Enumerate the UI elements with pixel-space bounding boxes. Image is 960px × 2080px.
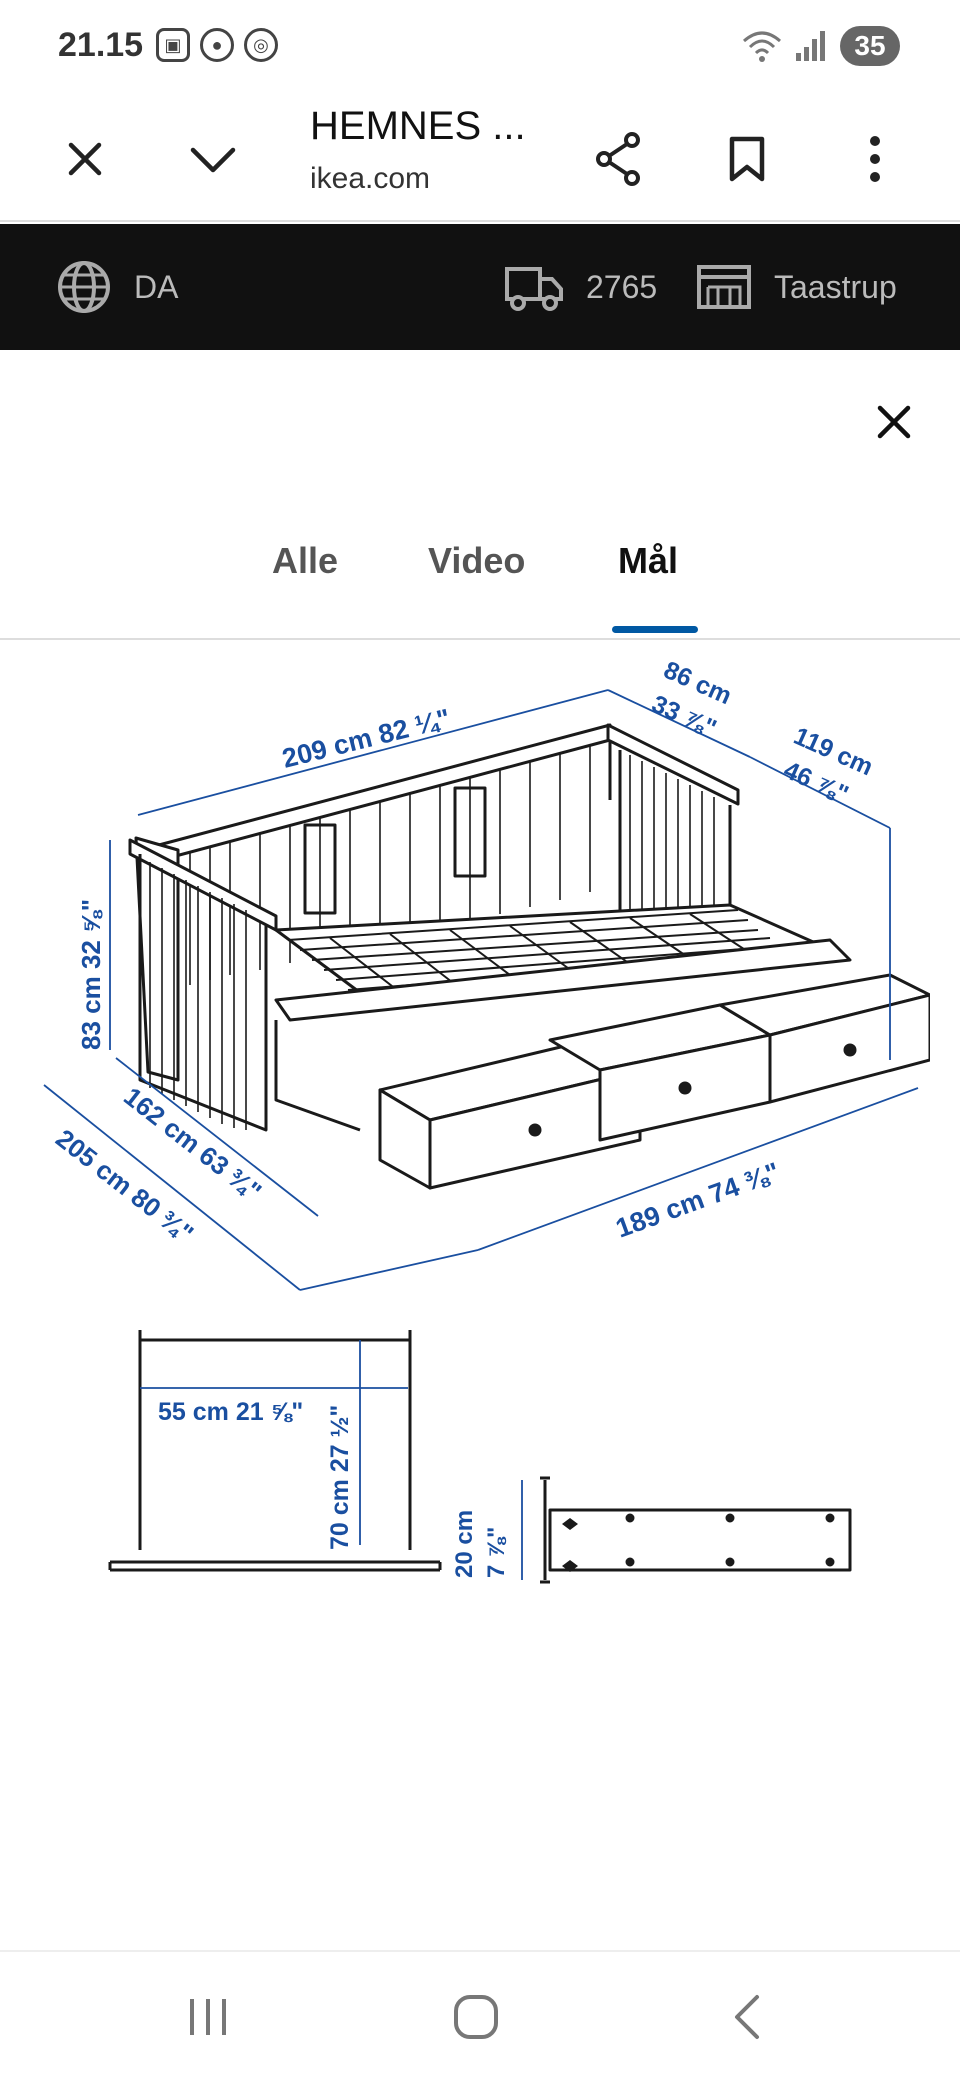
- tab-maal[interactable]: Mål: [618, 540, 679, 581]
- home-icon: [454, 1995, 498, 2039]
- store-name: Taastrup: [774, 268, 897, 305]
- status-bar: 21.15 ▣ ● ◎ 35: [0, 0, 960, 96]
- ikea-top-bar: DA 2765 Taastrup: [0, 224, 960, 350]
- dim-inner-width: 55 cm 21 ⅝": [158, 1398, 303, 1426]
- dim-drawer-height-a: 20 cm: [451, 1510, 478, 1578]
- recent-apps-button[interactable]: [148, 1952, 268, 2080]
- back-button[interactable]: [686, 1952, 806, 2080]
- tab-alle[interactable]: Alle: [272, 540, 339, 581]
- close-icon: [877, 405, 911, 439]
- globe-icon: [58, 261, 110, 313]
- minimize-button[interactable]: [168, 96, 258, 222]
- dim-drawer-height-b: 7 ⅞": [483, 1527, 510, 1578]
- status-right: 35: [742, 26, 900, 66]
- browser-toolbar: [0, 96, 960, 222]
- dim-inner-height: 70 cm 27 ½": [326, 1405, 354, 1550]
- data-saver-icon: ◎: [244, 28, 278, 62]
- battery-indicator: 35: [840, 26, 900, 66]
- more-options-button[interactable]: [830, 96, 920, 222]
- language-selector[interactable]: DA: [56, 224, 178, 350]
- status-time: 21.15: [58, 26, 144, 64]
- chevron-down-icon: [190, 147, 236, 173]
- close-icon: [68, 142, 102, 176]
- home-button[interactable]: [416, 1952, 536, 2080]
- page-title: HEMNES ...: [310, 104, 526, 148]
- recent-apps-icon: [190, 1999, 226, 2035]
- share-button[interactable]: [574, 96, 664, 222]
- bookmark-button[interactable]: [702, 96, 792, 222]
- postal-code: 2765: [586, 268, 658, 305]
- signal-icon: [796, 31, 825, 61]
- screenshot-icon: ▣: [156, 28, 190, 62]
- account-icon: ●: [200, 28, 234, 62]
- bookmark-icon: [729, 136, 765, 182]
- system-nav-bar: [0, 1950, 960, 2080]
- wifi-icon: [743, 31, 781, 62]
- active-tab-indicator: [612, 626, 698, 633]
- delivery-postal-selector[interactable]: 2765: [504, 224, 657, 350]
- share-icon: [596, 132, 640, 186]
- tab-video[interactable]: Video: [428, 540, 526, 581]
- dimension-drawing: 209 cm 82 ¼" 86 cm 33 ⅞" 119 cm 46 ⅞" 83…: [43, 656, 930, 1584]
- delivery-truck-icon: [505, 267, 563, 311]
- store-icon: [697, 265, 751, 309]
- page-domain: ikea.com: [310, 162, 431, 195]
- sheet-close-button[interactable]: [862, 390, 926, 454]
- dim-height: 83 cm 32 ⅝": [76, 899, 106, 1050]
- status-notification-icons: ▣ ● ◎: [156, 28, 278, 62]
- store-selector[interactable]: Taastrup: [696, 224, 897, 350]
- media-tabs: Alle Video Mål: [0, 520, 960, 640]
- more-vert-icon: [870, 136, 880, 182]
- language-label: DA: [134, 268, 179, 305]
- dim-length-top: 209 cm 82 ¼": [279, 703, 453, 774]
- back-icon: [735, 1995, 759, 2039]
- close-tab-button[interactable]: [40, 96, 130, 222]
